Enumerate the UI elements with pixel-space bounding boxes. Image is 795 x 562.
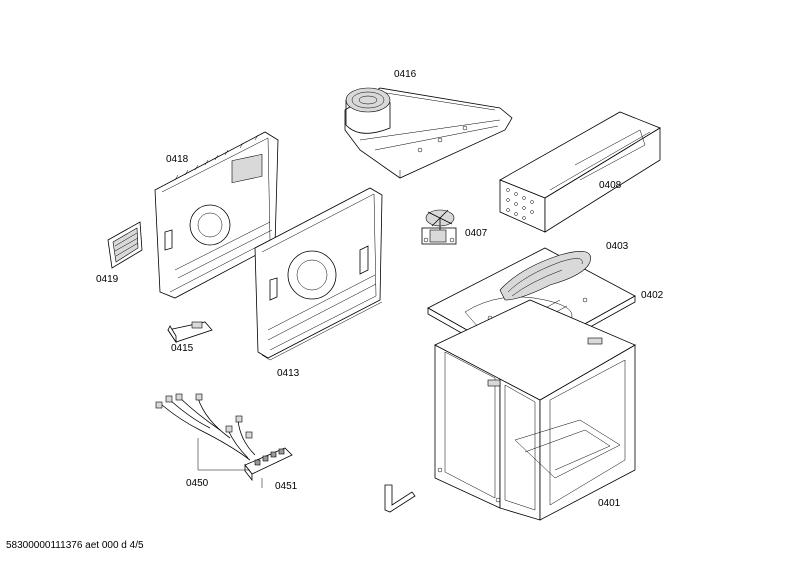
label-0403: 0403 [606,241,629,252]
part-0403-heating-element [499,250,591,301]
part-0416-top-cover [344,87,513,179]
part-0450-wiring-harness [155,393,256,461]
part-0407-fan-motor [421,209,457,245]
label-0402: 0402 [641,290,664,301]
convection-opening-icon [287,250,337,300]
label-0413: 0413 [277,368,300,379]
fan-opening-icon [189,204,231,246]
part-0408-duct [499,111,661,233]
document-code: 58300000111376 aet 000 d 4/5 [6,540,144,551]
label-0419: 0419 [96,274,119,285]
part-0415-bracket [167,321,213,344]
label-0416: 0416 [394,69,417,80]
part-0401-oven-cavity [434,299,636,521]
part-0413-inner-panel [254,187,383,361]
fan-housing-icon [345,87,391,113]
label-0408: 0408 [599,180,622,191]
label-0401: 0401 [598,498,621,509]
label-0415: 0415 [171,343,194,354]
part-0451-terminal-block [244,447,293,482]
leader-lines [197,438,263,488]
label-0407: 0407 [465,228,488,239]
label-0418: 0418 [166,154,189,165]
angle-bracket [384,484,416,513]
part-0419-grille [107,221,143,269]
label-0451: 0451 [275,481,298,492]
label-0450: 0450 [186,478,209,489]
